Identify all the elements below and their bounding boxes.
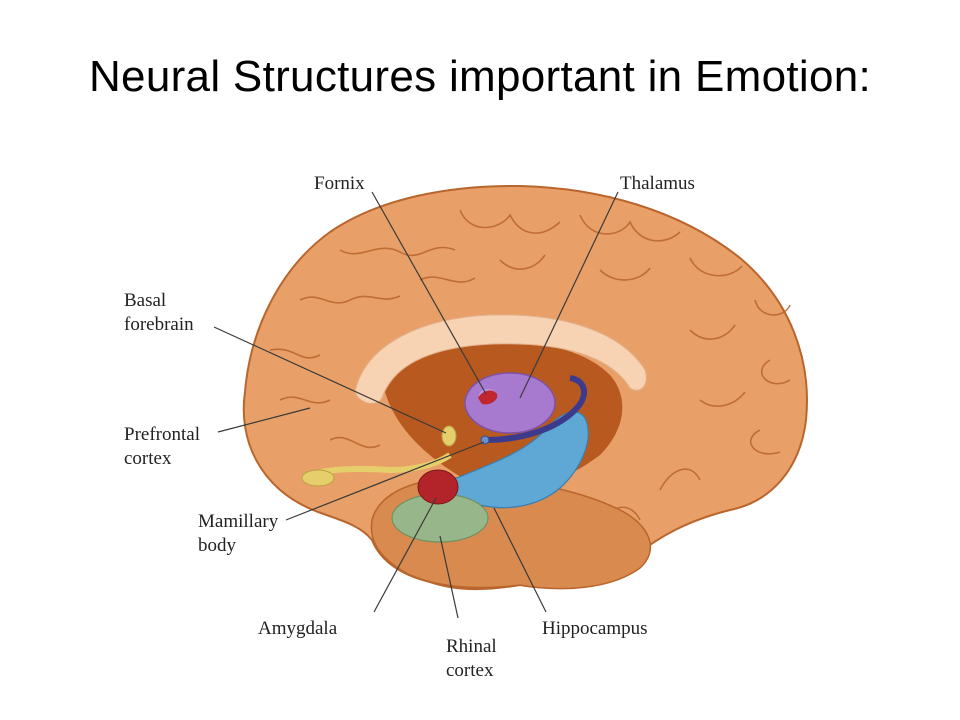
label-basal-forebrain-2: forebrain: [124, 314, 194, 335]
label-rhinal-cortex-1: Rhinal: [446, 636, 497, 657]
label-prefrontal-cortex-2: cortex: [124, 448, 172, 469]
label-mamillary-body-2: body: [198, 535, 237, 556]
gyri-lines: [269, 209, 791, 526]
page-title: Neural Structures important in Emotion:: [88, 52, 872, 101]
fornix-arc: [484, 375, 587, 443]
olfactory-bulb: [301, 469, 335, 487]
amygdala: [417, 469, 459, 505]
label-mamillary-body-1: Mamillary: [198, 511, 279, 532]
basal-forebrain: [441, 425, 457, 447]
label-basal-forebrain-1: Basal: [124, 290, 166, 311]
fornix-anterior: [478, 390, 498, 405]
label-prefrontal-cortex-1: Prefrontal: [124, 424, 200, 445]
corpus-callosum: [354, 314, 647, 404]
label-fornix: Fornix: [314, 173, 365, 194]
label-rhinal-cortex-2: cortex: [446, 660, 494, 681]
label-amygdala: Amygdala: [258, 618, 338, 639]
label-hippocampus: Hippocampus: [542, 618, 648, 639]
thalamus: [464, 372, 556, 434]
leader-lines: [213, 191, 619, 619]
label-thalamus: Thalamus: [620, 173, 695, 194]
